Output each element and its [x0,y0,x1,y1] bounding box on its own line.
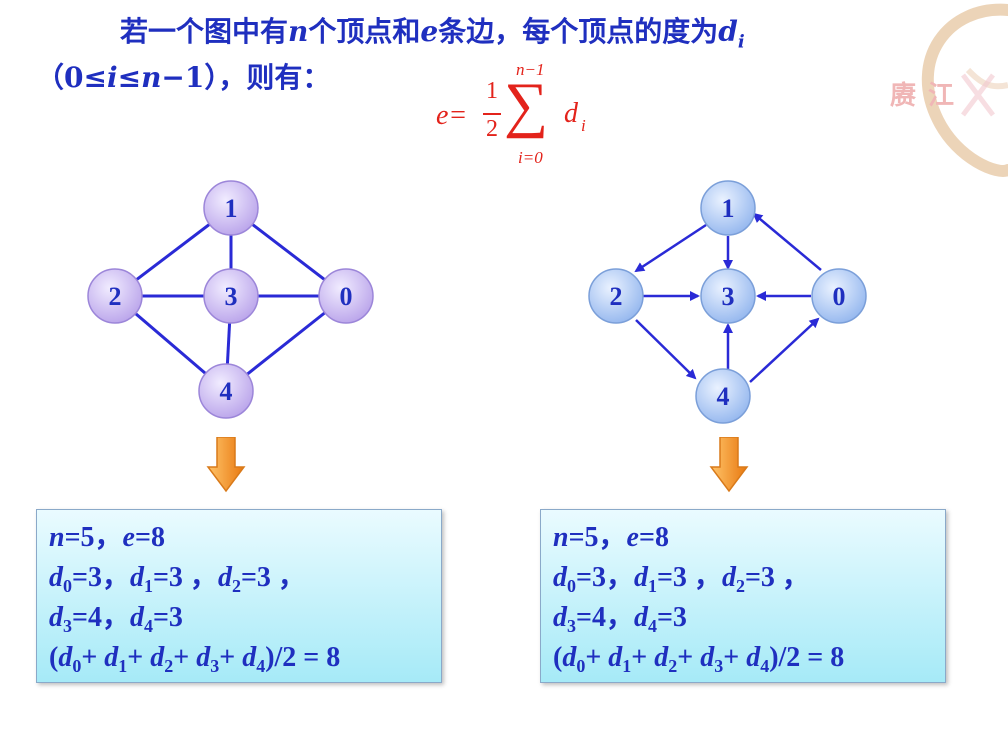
node-label: 2 [610,282,623,311]
directed-result-box: n=5，e=8 d0=3，d1=3 ，d2=3 ， d3=4，d4=3 (d0+… [540,509,946,683]
node-label: 4 [717,382,730,411]
box-line-counts: n=5，e=8 [553,522,669,553]
box-line-degrees-2: d3=4，d4=3 [553,602,687,636]
degree-sum-formula: e= 1 2 n−1 ∑ i=0 d i [436,60,596,175]
heading-var-i: i [737,31,745,53]
edge-1-to-2 [634,223,707,273]
directed-edges [634,212,822,383]
edge-0-to-1 [752,212,822,271]
heading-line2-n: n [141,61,162,94]
box-line-degrees-1: d0=3，d1=3 ，d2=3 ， [49,562,306,596]
heading-close: −1），则有： [161,61,331,94]
node-label: 0 [833,282,846,311]
formula-denominator: 2 [486,116,498,142]
heading-var-d: d [718,15,738,48]
directed-node-2: 2 [588,268,644,324]
directed-graph: 1 2 3 0 4 [588,180,867,424]
undirected-node-1: 1 [203,180,259,236]
box-line-sum: (d0+ d1+ d2+ d3+ d4)/2 = 8 [553,642,845,676]
box-line-degrees-1: d0=3，d1=3 ，d2=3 ， [553,562,810,596]
directed-node-1: 1 [700,180,756,236]
undirected-node-4: 4 [198,363,254,419]
heading-leq: ≤ [117,61,142,94]
formula-fraction-bar [483,113,501,115]
directed-node-4: 4 [695,368,751,424]
heading-line-2: （0≤i≤n−1），则有： [36,56,330,96]
logo-char-2: 江 [928,81,954,110]
formula-lhs: e= [436,100,468,131]
node-label: 3 [722,282,735,311]
directed-node-3: 3 [700,268,756,324]
down-arrow-icon [709,437,749,493]
box-line-sum: (d0+ d1+ d2+ d3+ d4)/2 = 8 [49,642,341,676]
node-label: 0 [340,282,353,311]
heading-text-1: 若一个图中有 [120,15,289,48]
heading-text-2: 个顶点和 [308,15,421,48]
sigma-icon: ∑ [504,71,549,139]
directed-node-0: 0 [811,268,867,324]
formula-term: d [564,98,578,129]
heading-var-n: n [288,15,309,48]
undirected-graph: 1 2 3 0 4 [87,180,374,419]
down-arrow-icon [206,437,246,493]
formula-lower-limit: i=0 [518,148,543,167]
heading-line2-i: i [106,61,118,94]
logo-watermark-icon: 赓 江 [890,3,1008,177]
heading-line-1: 若一个图中有n个顶点和e条边，每个顶点的度为di [120,10,745,53]
heading-var-e: e [420,15,439,48]
node-label: 3 [225,282,238,311]
undirected-node-3: 3 [203,268,259,324]
formula-upper-limit: n−1 [516,60,545,79]
heading-open: （0≤ [36,61,107,94]
logo-char-1: 赓 [890,80,917,110]
node-label: 1 [225,194,238,223]
undirected-node-2: 2 [87,268,143,324]
formula-term-sub: i [581,116,586,135]
node-label: 2 [109,282,122,311]
edge-4-to-0 [749,317,820,383]
formula-numerator: 1 [486,78,498,104]
box-line-counts: n=5，e=8 [49,522,165,553]
edge-2-to-4 [635,319,697,380]
heading-text-3: 条边，每个顶点的度为 [438,15,719,48]
box-line-degrees-2: d3=4，d4=3 [49,602,183,636]
undirected-result-box: n=5，e=8 d0=3，d1=3 ，d2=3 ， d3=4，d4=3 (d0+… [36,509,442,683]
node-label: 4 [220,377,233,406]
node-label: 1 [722,194,735,223]
undirected-node-0: 0 [318,268,374,324]
